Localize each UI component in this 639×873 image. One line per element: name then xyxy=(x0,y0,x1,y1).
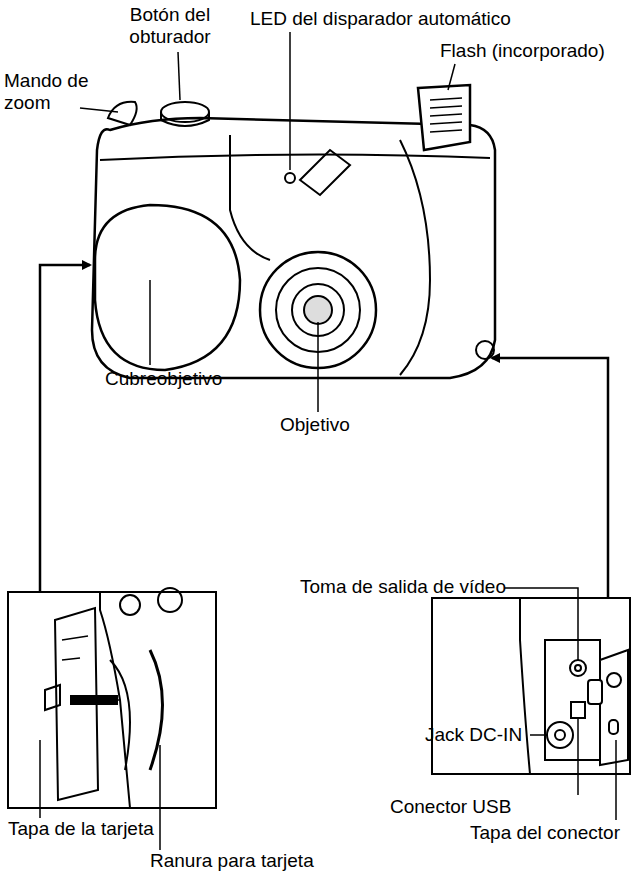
part-label: Flash (incorporado) xyxy=(440,40,639,62)
part-label: Tapa del conector xyxy=(470,822,639,844)
part-label: Conector USB xyxy=(390,796,550,818)
part-label: Ranura para tarjeta xyxy=(150,850,380,872)
part-label: LED del disparador automático xyxy=(250,8,570,30)
part-label: Toma de salida de vídeo xyxy=(300,576,530,598)
part-label: Tapa de la tarjeta xyxy=(8,818,198,840)
part-label: Cubreobjetivo xyxy=(105,368,265,390)
part-label: Botón del obturador xyxy=(115,4,225,48)
part-label: Objetivo xyxy=(280,414,400,436)
part-label: Jack DC-IN xyxy=(425,724,535,746)
part-label: Mando de zoom xyxy=(4,70,94,114)
